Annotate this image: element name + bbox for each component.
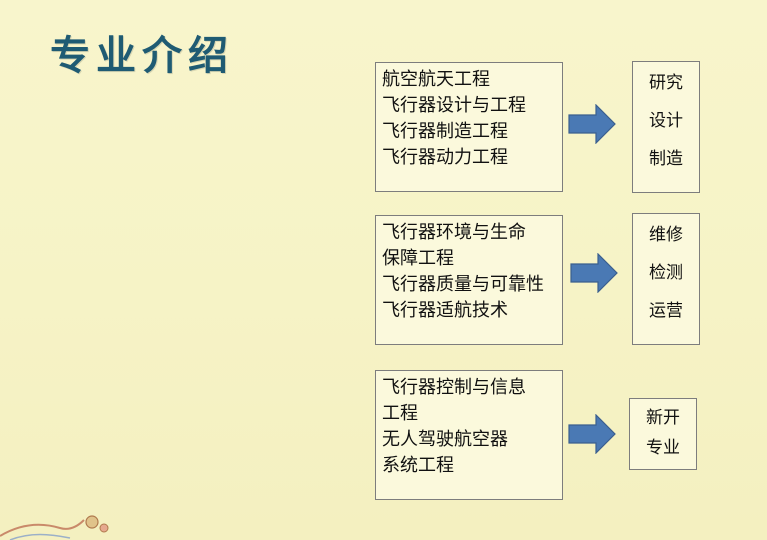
major-item: 保障工程 (382, 248, 454, 269)
majors-box-3: 飞行器控制与信息 工程 无人驾驶航空器 系统工程 (375, 370, 563, 500)
outcome-item: 设计 (649, 111, 683, 131)
outcome-item: 研究 (649, 73, 683, 93)
right-arrow-icon (568, 414, 616, 454)
major-item: 飞行器动力工程 (382, 147, 508, 168)
major-item: 飞行器制造工程 (382, 121, 508, 142)
major-item: 飞行器环境与生命 (382, 222, 526, 243)
outcome-box-1: 研究 设计 制造 (632, 61, 700, 193)
outcome-item: 制造 (649, 149, 683, 169)
outcome-box-3: 新开 专业 (629, 398, 697, 470)
major-item: 飞行器质量与可靠性 (382, 274, 544, 295)
major-item: 飞行器适航技术 (382, 300, 508, 321)
page-title: 专业介绍 (50, 33, 234, 79)
right-arrow-icon (570, 253, 618, 293)
major-item: 无人驾驶航空器 (382, 429, 508, 450)
majors-box-1: 航空航天工程 飞行器设计与工程 飞行器制造工程 飞行器动力工程 (375, 62, 563, 192)
outcome-item: 检测 (649, 263, 683, 283)
outcome-item: 运营 (649, 301, 683, 321)
outcome-item: 新开 (646, 408, 680, 428)
major-item: 飞行器控制与信息 (382, 377, 526, 398)
outcome-item: 维修 (649, 225, 683, 245)
major-item: 系统工程 (382, 455, 454, 476)
decorative-ornament-icon (0, 515, 109, 540)
major-item: 航空航天工程 (382, 69, 490, 90)
major-item: 飞行器设计与工程 (382, 95, 526, 116)
outcome-box-2: 维修 检测 运营 (632, 213, 700, 345)
right-arrow-icon (568, 104, 616, 144)
major-item: 工程 (382, 403, 418, 424)
majors-box-2: 飞行器环境与生命 保障工程 飞行器质量与可靠性 飞行器适航技术 (375, 215, 563, 345)
outcome-item: 专业 (646, 438, 680, 458)
